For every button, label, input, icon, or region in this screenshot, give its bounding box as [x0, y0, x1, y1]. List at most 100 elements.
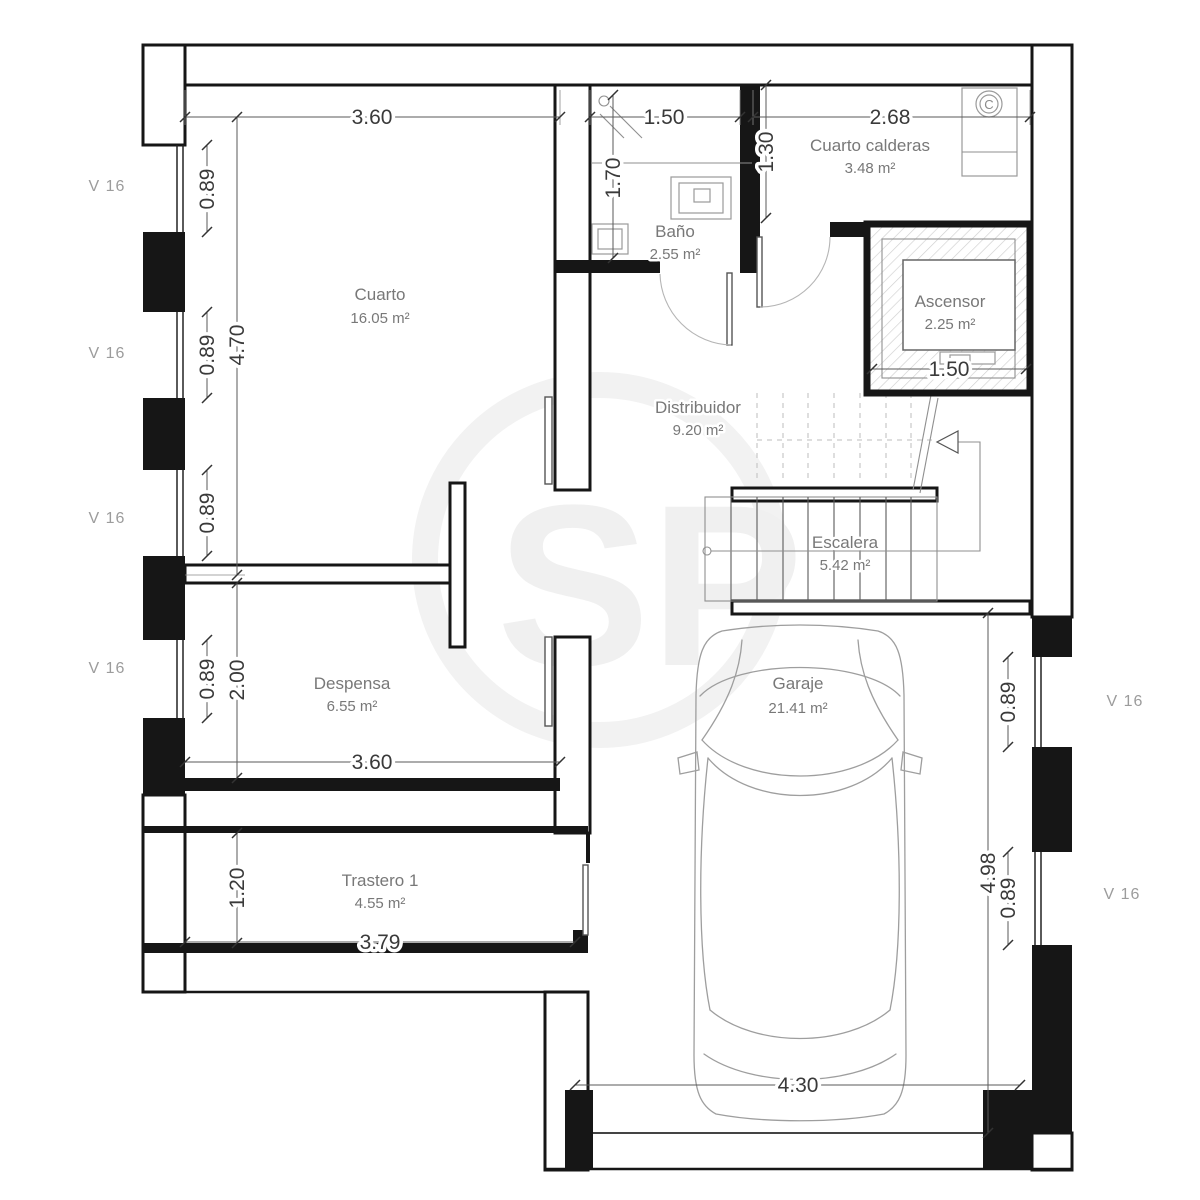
boiler-symbol-inner [979, 94, 999, 114]
room-distribuidor-area: 9.20 m² [673, 422, 724, 439]
room-cuarto-area: 16.05 m² [350, 310, 409, 327]
dim-despensa-height: 2.00 [226, 660, 249, 701]
wall-central-upper [553, 83, 592, 492]
dim-garage-door-width: 4.30 [778, 1074, 819, 1097]
wall-bano-bottom [555, 260, 660, 273]
pillar-left-3 [143, 556, 185, 640]
dimension-extension-lines [184, 90, 1031, 576]
dim-trastero-height: 1.20 [226, 868, 249, 909]
room-garaje-area: 21.41 m² [768, 700, 827, 717]
dimension-labels: 3.60 1.50 2.68 1.70 1.30 4.70 0.89 0.89 … [193, 103, 1024, 1101]
interior-walls [143, 83, 1032, 953]
window-left-2 [176, 312, 184, 398]
calderas-door-leaf [756, 236, 763, 308]
room-ascensor-name: Ascensor [915, 292, 986, 311]
dim-bano-height: 1.70 [602, 158, 625, 199]
despensa-sliding-door [544, 636, 553, 727]
room-trastero-name: Trastero 1 [342, 871, 419, 890]
window-tag-right-1: V 16 [1107, 693, 1144, 710]
windows [176, 145, 1042, 945]
pillar-right-1 [1032, 617, 1072, 657]
room-calderas-name: Cuarto calderas [810, 136, 930, 155]
wall-stair-lower [730, 599, 1032, 616]
elevator [863, 220, 1034, 397]
doors [544, 236, 831, 936]
room-bano-name: Baño [655, 222, 695, 241]
dim-window-1: 0.89 [196, 169, 219, 210]
wall-cuarto-despensa [183, 563, 452, 585]
car-rear-base [703, 1053, 897, 1081]
wall-left-lower [141, 793, 187, 994]
wall-t-pier [448, 481, 467, 649]
dim-garage-window-2: 0.89 [997, 878, 1020, 919]
dim-calderas-width: 2.68 [870, 106, 911, 129]
boiler: C [961, 87, 1018, 177]
dim-despensa-window: 0.89 [196, 659, 219, 700]
pillar-left-1 [143, 232, 185, 312]
calderas-door-swing [759, 236, 831, 308]
dimension-ticks [179, 79, 1036, 1139]
wall-left-corner [141, 43, 187, 147]
dim-calderas-height: 1.30 [755, 132, 778, 173]
wall-trastero-bottom [143, 943, 575, 953]
window-left-1 [176, 145, 184, 232]
stair-direction-arrow [935, 430, 959, 454]
dim-elevator-width: 1.50 [929, 358, 970, 381]
wall-trastero-step [573, 930, 588, 953]
stairs [702, 393, 981, 602]
room-cuarto-name: Cuarto [354, 285, 405, 304]
shower-drain [598, 95, 610, 107]
boiler-mark: C [984, 97, 993, 112]
car-windshield-base [707, 757, 893, 797]
garage-door-pillar-left [565, 1090, 593, 1170]
wall-trastero-right [586, 833, 590, 863]
window-right-2 [1034, 852, 1042, 945]
room-escalera-area: 5.42 m² [820, 557, 871, 574]
wall-right-upper [1030, 43, 1074, 619]
car-crease-left [701, 639, 743, 741]
toilet [670, 176, 732, 220]
stair-cut-line [912, 394, 939, 494]
window-tag-left-1: V 16 [89, 178, 126, 195]
dim-window-3: 0.89 [196, 493, 219, 534]
window-tag-left-2: V 16 [89, 345, 126, 362]
watermark-circle [412, 372, 788, 748]
room-distribuidor-name: Distribuidor [655, 398, 741, 417]
wall-bottom-right-corner [1030, 1131, 1074, 1172]
dim-window-2: 0.89 [196, 335, 219, 376]
stair-treads [730, 497, 912, 601]
dimension-lines [185, 85, 1030, 1133]
wall-bano-right [740, 85, 760, 273]
room-escalera-name: Escalera [812, 533, 879, 552]
wall-calderas-stub [830, 222, 865, 237]
cuarto-sliding-door [544, 396, 553, 485]
car-crease-right [857, 639, 899, 741]
dim-trastero-width: 3.79 [360, 931, 401, 954]
room-garaje-name: Garaje [772, 674, 823, 693]
car-mirror-right [900, 751, 923, 775]
bano-door-swing [659, 273, 732, 346]
car-side-right [889, 757, 900, 1011]
window-tag-right-2: V 16 [1104, 886, 1141, 903]
car-windshield-top [701, 739, 899, 777]
wall-central-lower [553, 635, 592, 835]
window-tag-left-4: V 16 [89, 660, 126, 677]
window-left-3 [176, 470, 184, 556]
wall-despensa-bottom [143, 778, 560, 791]
dim-bano-width: 1.50 [644, 106, 685, 129]
stair-upper-flight-dashed [756, 393, 937, 483]
room-ascensor-area: 2.25 m² [925, 316, 976, 333]
room-trastero-area: 4.55 m² [355, 895, 406, 912]
dim-despensa-width: 3.60 [352, 751, 393, 774]
bano-door-leaf [726, 272, 733, 346]
trastero-door-leaf [582, 864, 589, 936]
elevator-cabin [902, 259, 1016, 351]
room-bano-area: 2.55 m² [650, 246, 701, 263]
pillar-right-2 [1032, 747, 1072, 852]
bathroom-fixtures [591, 95, 752, 255]
window-tag-left-3: V 16 [89, 510, 126, 527]
elevator-door-panel [949, 354, 971, 362]
car [677, 624, 923, 1122]
